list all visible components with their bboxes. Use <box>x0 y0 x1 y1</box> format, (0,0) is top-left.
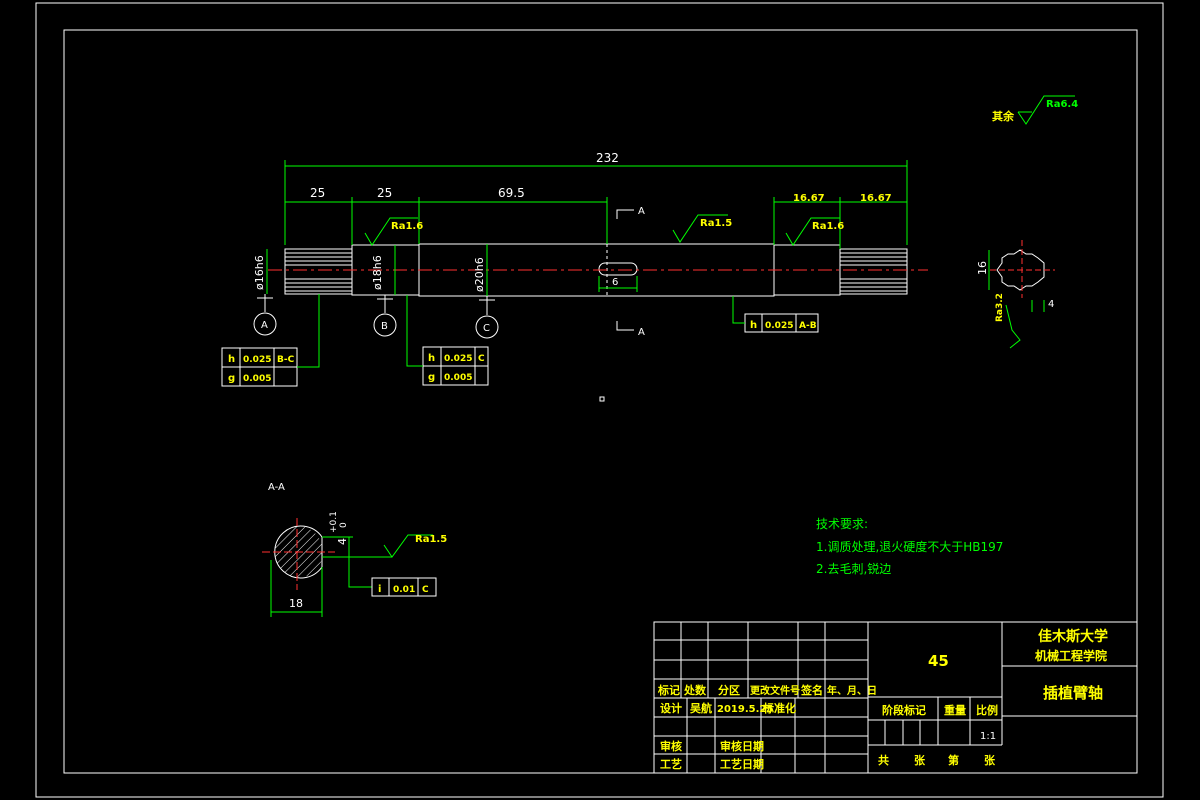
tolerance-frame-3 <box>732 296 819 333</box>
drawing-label: 0.025 <box>243 355 271 365</box>
dim-overall: 232 <box>596 151 619 165</box>
drawing-label: 标准化 <box>762 701 796 715</box>
drawing-label: h <box>228 354 235 365</box>
title-part-name: 插植臂轴 <box>1043 684 1103 702</box>
drawing-label: 2019.5.25 <box>717 704 773 715</box>
dim-section-width: 18 <box>289 597 303 610</box>
drawing-label: 标记 <box>657 683 680 697</box>
dim-key-width: 6 <box>612 277 618 288</box>
inner-frame <box>63 29 1138 774</box>
drawing-label: 阶段标记 <box>882 703 926 717</box>
drawing-label: h <box>428 353 435 364</box>
drawing-label: 张 <box>914 753 926 767</box>
drawing-label: C <box>478 354 485 364</box>
drawing-label: 1:1 <box>980 731 996 742</box>
dim-2: 25 <box>377 186 392 200</box>
roughness-other-prefix: 其余 <box>992 109 1015 123</box>
drawing-label: 共 <box>878 753 889 767</box>
title-school: 佳木斯大学 <box>1038 628 1108 645</box>
datum-c: C <box>483 323 490 334</box>
dimension-lines <box>266 160 908 296</box>
tolerance-frame-2 <box>406 295 489 386</box>
drawing-label: 吴航 <box>690 701 712 715</box>
drawing-label: 工艺日期 <box>720 757 764 771</box>
drawing-label: g <box>228 373 235 384</box>
roughness-spline: Ra3.2 <box>995 293 1005 322</box>
drawing-label: C <box>422 585 429 595</box>
title-college: 机械工程学院 <box>1035 648 1107 663</box>
roughness-other: 其余 Ra6.4 <box>992 95 1078 125</box>
dim-dia-18: ø18h6 <box>371 255 384 290</box>
drawing-label: 签名 <box>800 683 823 697</box>
dim-spline-tooth: 4 <box>1048 299 1054 310</box>
drawing-label: 第 <box>948 753 959 767</box>
drawing-label: 更改文件号 <box>750 684 800 697</box>
dim-3: 69.5 <box>498 186 525 200</box>
outer-border <box>35 2 1164 798</box>
drawing-label: 工艺 <box>660 757 682 771</box>
drawing-label: g <box>428 372 435 383</box>
roughness-2: Ra1.5 <box>700 218 732 229</box>
tolerance-frame-1 <box>221 294 320 387</box>
dim-1: 25 <box>310 186 325 200</box>
tech-title: 技术要求: <box>816 517 868 531</box>
drawing-label: 审核日期 <box>720 739 764 753</box>
drawing-label: i <box>378 584 381 595</box>
drawing-label: 0.025 <box>765 321 793 331</box>
drawing-label: 张 <box>984 753 996 767</box>
dim-4: 16.67 <box>793 193 825 204</box>
drawing-label: 0.01 <box>393 585 415 595</box>
roughness-section: Ra1.5 <box>415 534 447 545</box>
point-marker <box>599 396 605 402</box>
roughness-other-value: Ra6.4 <box>1046 99 1078 110</box>
section-cut-marks <box>616 209 634 331</box>
section-title: A-A <box>268 482 285 493</box>
dim-spline-height: 16 <box>976 261 989 275</box>
drawing-label: 0.025 <box>444 354 472 364</box>
tech-line-2: 2.去毛刺,锐边 <box>816 562 891 576</box>
drawing-label: 审核 <box>660 739 682 753</box>
drawing-label: 比例 <box>976 703 998 717</box>
datum-a: A <box>261 320 268 331</box>
datum-b: B <box>381 321 388 332</box>
roughness-1: Ra1.6 <box>391 221 423 232</box>
spline-end-view <box>988 240 1055 349</box>
drawing-label: 分区 <box>718 683 740 697</box>
drawing-label: 0.005 <box>243 374 271 384</box>
dim-5: 16.67 <box>860 193 892 204</box>
roughness-3: Ra1.6 <box>812 221 844 232</box>
drawing-label: 0.005 <box>444 373 472 383</box>
drawing-label: A-B <box>799 321 817 331</box>
datum-markers <box>253 294 499 339</box>
section-view <box>262 518 437 617</box>
dim-section-depth: 4 <box>336 538 349 545</box>
dim-section-tol-lower: 0 <box>339 522 349 528</box>
title-material: 45 <box>928 652 949 670</box>
dim-dia-16: ø16h6 <box>253 255 266 290</box>
section-mark-bottom: A <box>638 327 645 338</box>
roughness-symbols <box>364 214 840 246</box>
drawing-label: B-C <box>277 355 295 365</box>
drawing-label: h <box>750 320 757 331</box>
dim-section-tol-upper: +0.1 <box>329 511 339 533</box>
drawing-label: 设计 <box>660 701 682 715</box>
section-mark-top: A <box>638 206 645 217</box>
tech-line-1: 1.调质处理,退火硬度不大于HB197 <box>816 539 1003 554</box>
drawing-label: 处数 <box>683 683 707 697</box>
drawing-label: 年、月、日 <box>827 684 877 697</box>
title-block <box>653 621 1138 774</box>
drawing-label: 重量 <box>944 703 966 717</box>
dim-dia-20: ø20h6 <box>473 257 486 292</box>
